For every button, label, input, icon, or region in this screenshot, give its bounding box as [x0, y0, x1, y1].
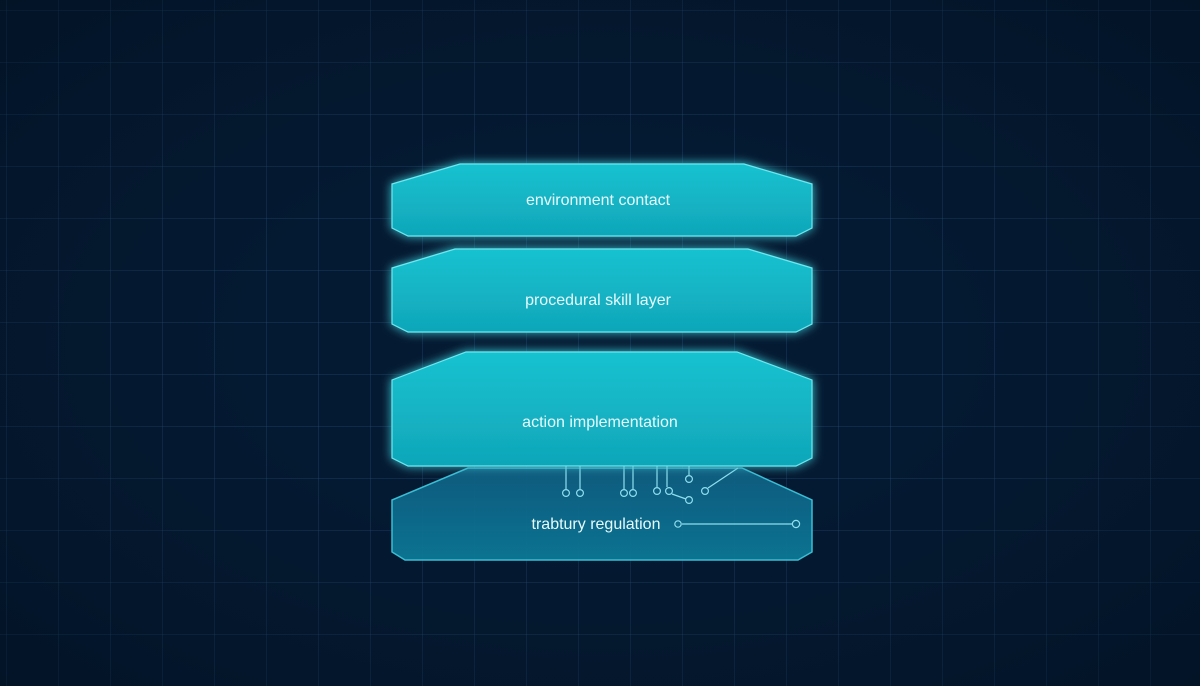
layer-label: action implementation — [522, 414, 678, 431]
connector-line — [674, 519, 801, 529]
layer-label: environment contact — [526, 192, 671, 209]
layer-slab — [391, 467, 813, 561]
layer-slab — [391, 163, 813, 237]
layer-slab — [391, 351, 813, 467]
layer-label: procedural skill layer — [525, 292, 672, 309]
layer-procedural-skill — [391, 248, 813, 333]
layer-slab — [391, 248, 813, 333]
layer-action-implementation — [391, 351, 813, 467]
connector-pins — [561, 466, 739, 505]
layer-environment-contact — [391, 163, 813, 237]
layer-label: trabtury regulation — [532, 516, 661, 533]
layer-trabtury-regulation: trabtury regulation — [391, 467, 813, 561]
